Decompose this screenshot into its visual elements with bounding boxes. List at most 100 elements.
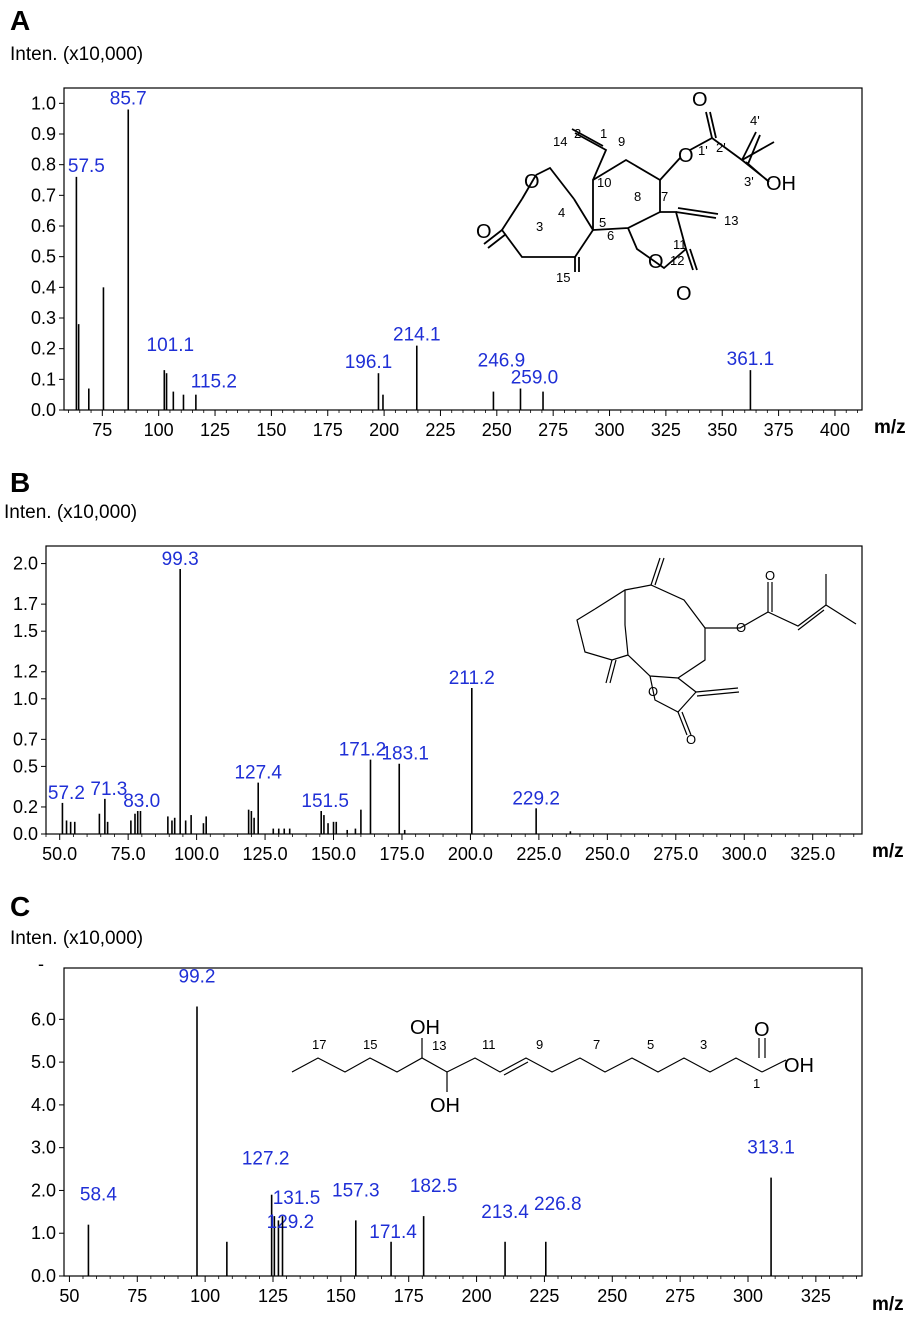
peak-label: 226.8 — [534, 1194, 582, 1215]
x-tick-label: 150 — [256, 420, 286, 440]
peak-label: 213.4 — [481, 1202, 529, 1223]
y-tick-label: 0.6 — [31, 216, 56, 236]
x-tick-label: 100.0 — [174, 844, 219, 864]
atom-label: O — [648, 684, 658, 699]
y-tick-label: 1.2 — [13, 662, 38, 682]
atom-number: 13 — [724, 213, 738, 228]
atom-label: O — [476, 221, 492, 243]
x-tick-label: 75.0 — [111, 844, 146, 864]
peak-label: 127.2 — [242, 1149, 290, 1170]
atom-number: 11 — [673, 237, 687, 252]
y-axis-top-mark: - — [38, 954, 44, 974]
peak-label: 99.2 — [179, 967, 216, 988]
y-tick-label: 0.5 — [31, 247, 56, 267]
y-tick-label: 1.0 — [31, 93, 56, 113]
peak-label: 214.1 — [393, 325, 441, 346]
atom-label: OH — [430, 1095, 460, 1117]
x-tick-label: 275 — [538, 420, 568, 440]
x-tick-label: 325 — [801, 1286, 831, 1306]
atom-number: 8 — [634, 189, 641, 204]
peak-label: 115.2 — [191, 372, 237, 393]
peak-label: 157.3 — [332, 1180, 380, 1201]
atom-number: 15 — [363, 1037, 377, 1052]
peak-label: 58.4 — [80, 1185, 117, 1206]
y-tick-label: 0.3 — [31, 308, 56, 328]
x-tick-label: 200.0 — [448, 844, 493, 864]
x-tick-label: 275.0 — [653, 844, 698, 864]
peak-label: 171.2 — [339, 740, 387, 761]
x-tick-label: 125 — [258, 1286, 288, 1306]
peak-label: 196.1 — [345, 352, 393, 373]
atom-number: 6 — [607, 228, 614, 243]
x-axis-label: m/z — [872, 841, 904, 862]
x-tick-label: 300 — [733, 1286, 763, 1306]
atom-number: 5 — [599, 215, 606, 230]
atom-number: 3 — [536, 219, 543, 234]
chemical-structure-a: O O O O O O OH 1 2 3 4 5 6 7 8 9 10 11 1… — [476, 89, 796, 305]
peak-label: 182.5 — [410, 1176, 458, 1197]
y-tick-label: 0.7 — [31, 185, 56, 205]
y-tick-label: 0.2 — [13, 797, 38, 817]
x-tick-label: 200 — [369, 420, 399, 440]
y-tick-label: 6.0 — [31, 1009, 56, 1029]
peak-label: 313.1 — [747, 1138, 795, 1159]
x-tick-label: 75 — [127, 1286, 147, 1306]
x-tick-label: 300 — [595, 420, 625, 440]
x-tick-label: 300.0 — [722, 844, 767, 864]
peak-label: 57.5 — [68, 156, 105, 177]
y-tick-label: 0.5 — [13, 756, 38, 776]
y-tick-label: 0.2 — [31, 339, 56, 359]
atom-number: 2 — [574, 126, 581, 141]
x-tick-label: 325 — [651, 420, 681, 440]
y-tick-label: 0.8 — [31, 155, 56, 175]
y-tick-label: 4.0 — [31, 1095, 56, 1115]
plot-frame — [45, 545, 863, 835]
plot-frame — [63, 967, 863, 1277]
atom-number: 11 — [482, 1037, 496, 1052]
x-tick-label: 125 — [200, 420, 230, 440]
y-tick-label: 1.0 — [31, 1223, 56, 1243]
x-tick-label: 325.0 — [790, 844, 835, 864]
atom-number: 7 — [593, 1037, 600, 1052]
panel-letter: B — [10, 467, 30, 498]
x-tick-label: 275 — [665, 1286, 695, 1306]
x-tick-label: 400 — [820, 420, 850, 440]
atom-label: O — [765, 568, 775, 583]
y-tick-label: 5.0 — [31, 1052, 56, 1072]
atom-label: O — [678, 145, 694, 167]
atom-label: O — [676, 283, 692, 305]
y-axis-label: Inten. (x10,000) — [10, 44, 143, 65]
peak-label: 259.0 — [511, 368, 559, 389]
peak-label: 101.1 — [147, 335, 195, 356]
x-tick-label: 125.0 — [243, 844, 288, 864]
x-tick-label: 225 — [529, 1286, 559, 1306]
x-tick-label: 225.0 — [516, 844, 561, 864]
atom-label: O — [754, 1019, 770, 1041]
peak-label: 361.1 — [727, 349, 775, 370]
x-tick-label: 75 — [92, 420, 112, 440]
atom-label: OH — [766, 173, 796, 195]
atom-label: O — [686, 732, 696, 747]
atom-number: 5 — [647, 1037, 654, 1052]
peak-label: 211.2 — [449, 668, 495, 689]
x-axis-label: m/z — [874, 417, 906, 438]
x-tick-label: 200 — [462, 1286, 492, 1306]
atom-number: 17 — [312, 1037, 326, 1052]
x-tick-label: 250.0 — [585, 844, 630, 864]
x-tick-label: 100 — [190, 1286, 220, 1306]
atom-number: 3 — [700, 1037, 707, 1052]
atom-number: 1' — [698, 143, 708, 158]
atom-number: 15 — [556, 270, 570, 285]
x-tick-label: 375 — [764, 420, 794, 440]
x-tick-label: 350 — [707, 420, 737, 440]
peak-label: 99.3 — [162, 549, 199, 570]
peak-label: 129.2 — [267, 1212, 315, 1233]
peak-label: 171.4 — [369, 1222, 417, 1243]
y-tick-label: 0.0 — [31, 1266, 56, 1286]
y-tick-label: 1.5 — [13, 621, 38, 641]
atom-label: O — [736, 620, 746, 635]
y-tick-label: 2.0 — [13, 554, 38, 574]
